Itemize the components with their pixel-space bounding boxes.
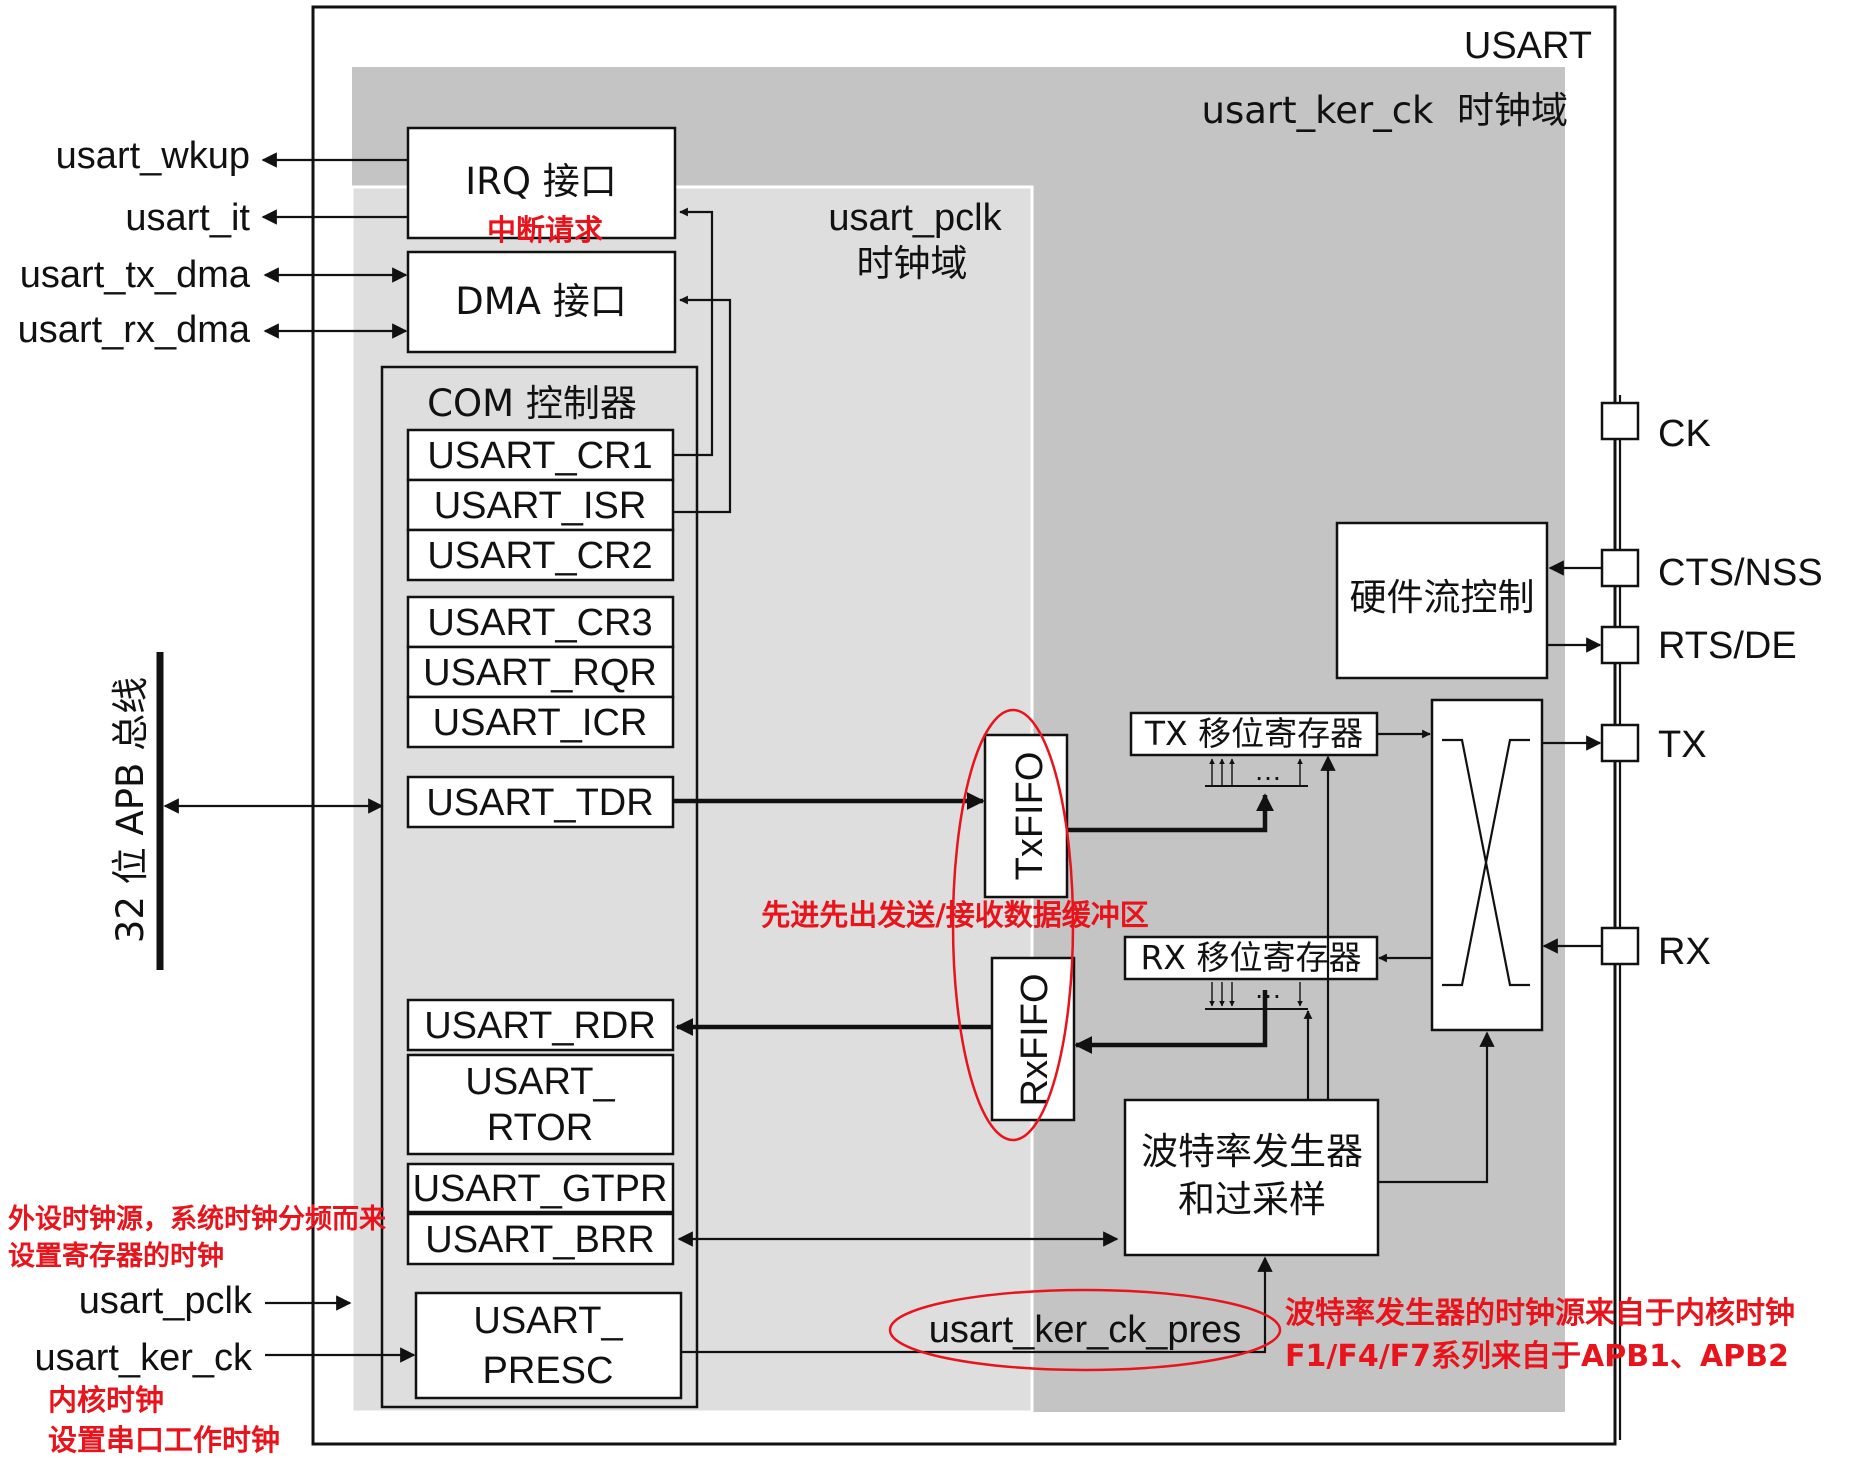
reg-cr3: USART_CR3 [427,602,652,644]
annotation-fifo: 先进先出发送/接收数据缓冲区 [761,898,1149,932]
com-controller-title: COM 控制器 [427,382,637,425]
reg-presc-line2: PRESC [483,1350,614,1392]
pin-ck-label: CK [1658,413,1711,455]
txfifo-label: TxFIFO [1009,752,1051,881]
pin-rx-box [1600,926,1640,966]
annotation-irq: 中断请求 [487,213,603,247]
reg-rqr: USART_RQR [423,652,657,694]
reg-tdr-box [406,775,675,829]
reg-cr2-box [406,528,675,582]
rx-bits-ellipsis: … [1254,973,1282,1004]
pin-rts-box [1600,625,1640,665]
reg-icr-box [406,695,675,749]
reg-rdr: USART_RDR [424,1005,656,1047]
pclk-domain-label: usart_pclk [828,197,1002,239]
baud-generator-line1: 波特率发生器 [1141,1130,1363,1173]
reg-cr1: USART_CR1 [427,435,652,477]
pin-cts-box [1600,548,1640,588]
annotation-kernel-clk-1: 内核时钟 [48,1383,164,1417]
annotation-baud-src-1: 波特率发生器的时钟源来自于内核时钟 [1285,1296,1795,1331]
pin-tx-label: TX [1658,724,1707,766]
reg-rtor-line1: USART_ [465,1061,615,1103]
pin-rts-label: RTS/DE [1658,625,1797,667]
baud-generator-box [1123,1098,1380,1257]
reg-brr-box [406,1212,675,1266]
pin-rx-label: RX [1658,931,1711,973]
pin-ck-box [1600,401,1640,441]
annotation-periph-clk-2: 设置寄存器的时钟 [8,1240,224,1272]
reg-cr2: USART_CR2 [427,535,652,577]
tx-shift-register-label: TX 移位寄存器 [1144,714,1363,753]
reg-presc-line1: USART_ [473,1300,623,1342]
rx-parallel-bits [1205,982,1308,1010]
reg-isr-box [406,478,675,532]
reg-brr: USART_BRR [425,1219,654,1261]
signal-usart-it: usart_it [125,197,250,239]
cr1-to-irq-line [673,207,714,457]
apb-bus-label: 32 位 APB 总线 [109,677,152,943]
pclk-domain-label-2: 时钟域 [857,242,968,285]
baud-to-swap-line [1378,1031,1495,1184]
baud-generator-line2: 和过采样 [1178,1178,1326,1221]
rxfifo-box [990,956,1076,1122]
signal-usart-pclk: usart_pclk [79,1280,253,1322]
irq-interface-label: IRQ 接口 [465,160,617,203]
reg-rdr-box [406,998,675,1052]
reg-cr3-box [406,595,675,649]
signal-usart-tx-dma: usart_tx_dma [20,254,251,296]
annotation-kernel-clk-2: 设置串口工作时钟 [48,1423,280,1457]
signal-usart-ker-ck: usart_ker_ck [34,1337,253,1379]
irq-interface-box [406,126,677,240]
isr-to-dma-line [673,295,732,514]
kernel-domain-label: usart_ker_ck 时钟域 [1202,89,1569,132]
reg-tdr: USART_TDR [426,782,653,824]
tx-parallel-bits [1205,758,1308,787]
fifo-highlight-ellipse [951,708,1075,1142]
reg-gtpr-box [406,1162,675,1214]
pin-cts-label: CTS/NSS [1658,552,1823,594]
tx-bits-ellipsis: … [1254,755,1282,786]
reg-isr: USART_ISR [434,485,647,527]
dma-interface-box [406,250,677,354]
reg-rtor-line2: RTOR [487,1107,593,1149]
rx-shift-register-label: RX 移位寄存器 [1140,938,1361,977]
hw-flow-control-box [1335,521,1549,680]
usart-title: USART [1464,25,1592,67]
reg-presc-box [414,1291,683,1400]
presc-to-baud-line [681,1256,1273,1354]
signal-usart-wkup: usart_wkup [56,135,250,177]
txfifo-to-txshift-line [1067,793,1274,833]
annotation-periph-clk-1: 外设时钟源，系统时钟分频而来 [8,1203,386,1235]
dma-interface-label: DMA 接口 [455,280,627,323]
reg-icr: USART_ICR [433,702,648,744]
hw-flow-control-label: 硬件流控制 [1350,576,1535,619]
ker-ck-pres-highlight-ellipse [888,1288,1282,1372]
ker-ck-pres-label: usart_ker_ck_pres [929,1309,1242,1351]
signal-usart-rx-dma: usart_rx_dma [18,309,251,351]
rxfifo-label: RxFIFO [1014,974,1056,1107]
reg-rqr-box [406,645,675,699]
reg-gtpr: USART_GTPR [413,1168,668,1210]
reg-rtor-box [406,1053,675,1156]
annotation-baud-src-2: F1/F4/F7系列来自于APB1、APB2 [1285,1339,1789,1374]
swap-line-2 [1442,738,1530,987]
pin-tx-box [1600,723,1640,763]
rx-shift-register-box [1123,935,1379,981]
